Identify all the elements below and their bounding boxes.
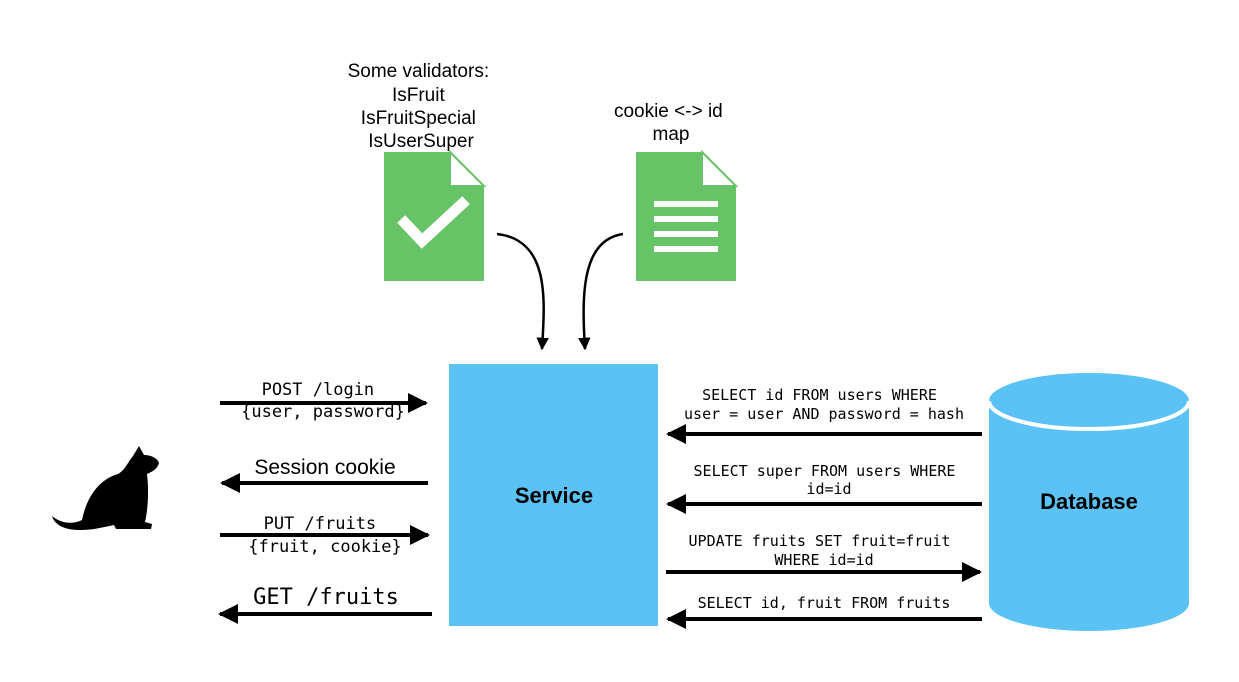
validators-note-line: IsUserSuper bbox=[368, 131, 474, 152]
select-fruits-label: SELECT id, fruit FROM fruits bbox=[698, 594, 951, 612]
validators-note-line: IsFruit bbox=[392, 85, 446, 106]
service-box bbox=[449, 364, 658, 626]
service-label: Service bbox=[515, 483, 593, 508]
validators-note-line: Some validators: bbox=[348, 61, 490, 82]
select-id-users-label: SELECT id FROM users WHERE user = user A… bbox=[684, 386, 964, 423]
document-lines-icon bbox=[636, 149, 739, 281]
cat-icon bbox=[52, 446, 159, 530]
update-fruits-label: UPDATE fruits SET fruit=fruit WHERE id=i… bbox=[689, 532, 960, 569]
validators-note: Some validators: IsFruit IsFruitSpecial … bbox=[348, 61, 495, 152]
map-note-line: cookie <-> id bbox=[614, 101, 723, 122]
validators-note-line: IsFruitSpecial bbox=[361, 108, 476, 129]
map-note: cookie <-> id map bbox=[614, 101, 728, 145]
put-fruits-label: PUT /fruits {fruit, cookie} bbox=[248, 514, 402, 557]
get-fruits-label: GET /fruits bbox=[253, 585, 399, 610]
map-to-service-arrow bbox=[578, 232, 624, 351]
database-cylinder bbox=[987, 373, 1191, 631]
post-login-label: POST /login {user, password} bbox=[241, 380, 405, 422]
document-check-icon bbox=[384, 149, 487, 281]
database-label: Database bbox=[1040, 489, 1138, 514]
select-super-users-label: SELECT super FROM users WHERE id=id bbox=[694, 462, 965, 498]
map-note-line: map bbox=[653, 124, 690, 145]
session-cookie-label: Session cookie bbox=[254, 456, 395, 479]
validators-to-service-arrow bbox=[496, 232, 549, 351]
